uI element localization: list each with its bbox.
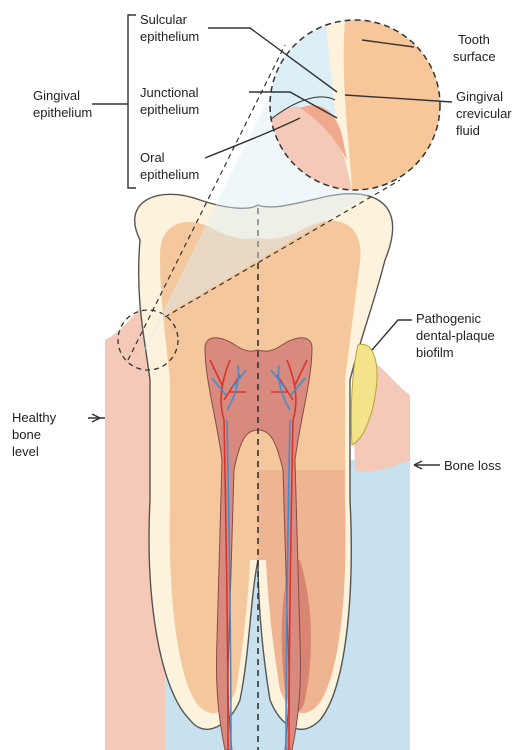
label-tooth-surface-1: Tooth: [458, 32, 490, 47]
label-gcf-2: crevicular: [456, 106, 512, 121]
label-gingival-epithelium-2: epithelium: [33, 105, 92, 120]
label-plaque-3: biofilm: [416, 345, 454, 360]
label-gcf-1: Gingival: [456, 89, 503, 104]
label-healthy-3: level: [12, 444, 39, 459]
gingival-bracket: [128, 15, 136, 188]
label-healthy-1: Healthy: [12, 410, 57, 425]
label-gingival-epithelium-1: Gingival: [33, 88, 80, 103]
label-junctional-1: Junctional: [140, 85, 199, 100]
label-bone-loss: Bone loss: [444, 458, 502, 473]
inset-view: [270, 20, 440, 190]
label-gcf-3: fluid: [456, 123, 480, 138]
label-junctional-2: epithelium: [140, 102, 199, 117]
label-tooth-surface-2: surface: [453, 49, 496, 64]
label-sulcular-2: epithelium: [140, 29, 199, 44]
label-healthy-2: bone: [12, 427, 41, 442]
label-plaque-1: Pathogenic: [416, 311, 482, 326]
label-plaque-2: dental-plaque: [416, 328, 495, 343]
label-sulcular-1: Sulcular: [140, 12, 188, 27]
label-oral-1: Oral: [140, 150, 165, 165]
label-oral-2: epithelium: [140, 167, 199, 182]
